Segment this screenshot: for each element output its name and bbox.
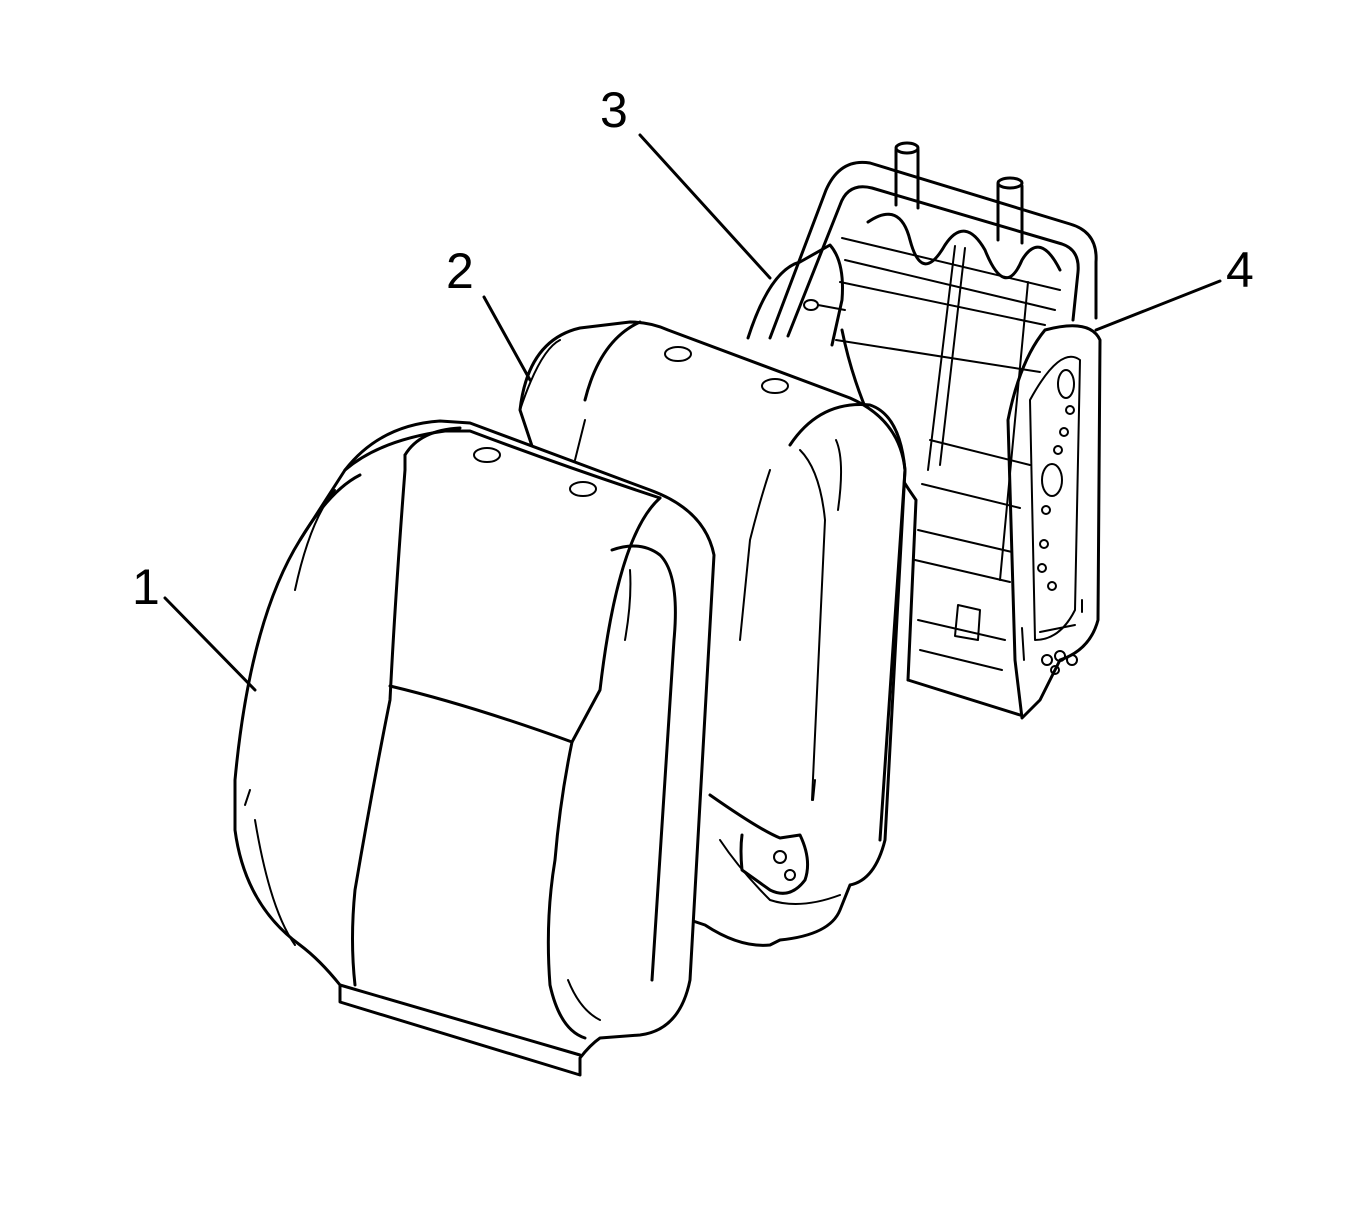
seatback-cover [233,419,716,1077]
callout-1: 1 [132,559,160,615]
seatback-frame [746,141,1102,720]
callout-labels: 1 2 3 4 [132,82,1254,615]
callout-3: 3 [600,82,628,138]
leader-line-4 [1094,279,1222,332]
leader-line-3 [638,133,772,280]
callout-4: 4 [1226,242,1254,298]
callout-leaders [163,133,1222,692]
leader-line-2 [482,295,532,382]
leader-line-1 [163,596,257,692]
callout-2: 2 [446,243,474,299]
